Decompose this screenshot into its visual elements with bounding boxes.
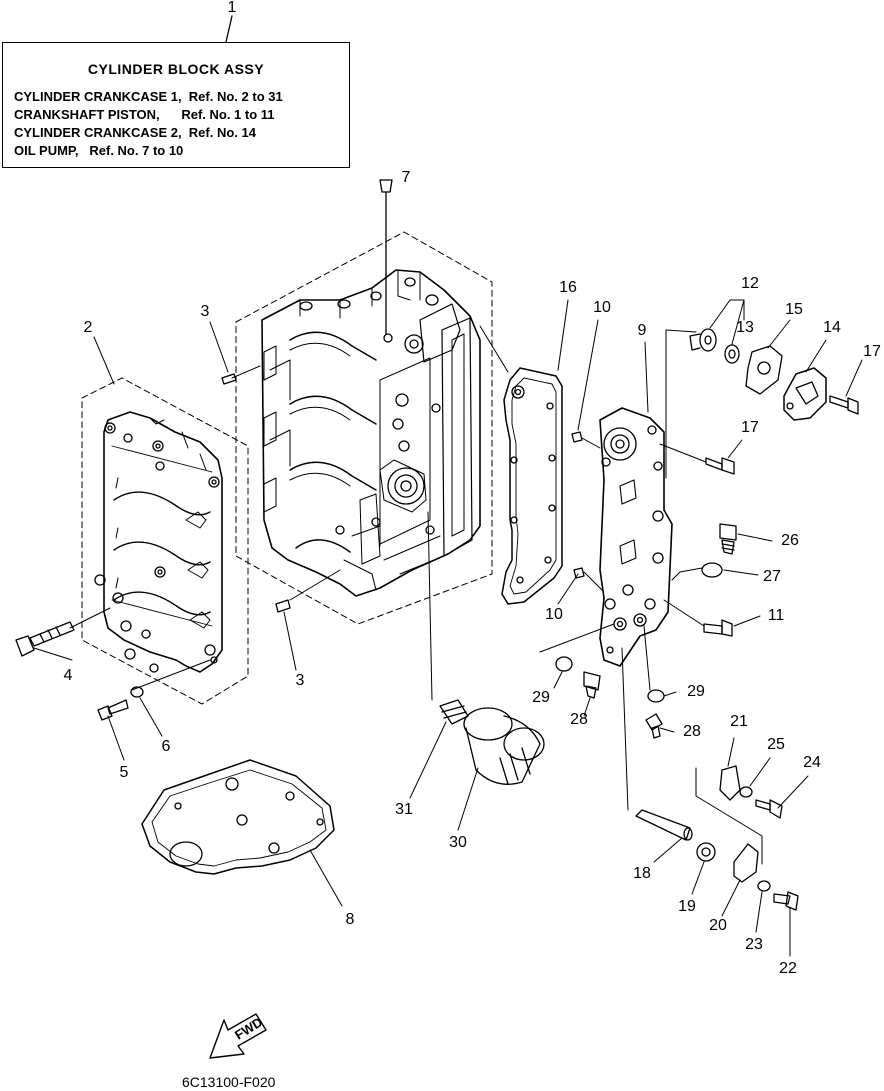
callout-3: 3 (295, 672, 305, 689)
callout-1: 1 (227, 0, 237, 16)
legend-box: CYLINDER BLOCK ASSY CYLINDER CRANKCASE 1… (2, 42, 350, 168)
callout-31: 31 (395, 801, 413, 818)
callout-25: 25 (767, 736, 785, 753)
part-28-plug-left (583, 671, 601, 699)
callout-6: 6 (161, 738, 171, 755)
callout-30: 30 (449, 834, 467, 851)
part-4-bolt (15, 621, 75, 657)
callout-18: 18 (633, 865, 651, 882)
callout-23: 23 (745, 936, 763, 953)
part-27-oring (701, 562, 723, 578)
callout-4: 4 (63, 667, 73, 684)
callout-12: 12 (741, 275, 759, 292)
callout-15: 15 (785, 301, 803, 318)
part-17-bolt-upper (829, 395, 859, 415)
cylinder-block-part (235, 231, 493, 625)
gasket-8-part (141, 759, 335, 875)
part-21-bracket (719, 765, 741, 801)
callout-27: 27 (763, 568, 781, 585)
part-10-dowel-lower (573, 567, 585, 579)
legend-line: CYLINDER CRANKCASE 1, Ref. No. 2 to 31 (14, 89, 283, 104)
callout-8: 8 (345, 911, 355, 928)
part-18-pin (635, 809, 691, 841)
part-24-bolt (755, 799, 783, 819)
part-29-seal-right (647, 689, 665, 703)
part-13-washer (724, 344, 740, 364)
legend-title: CYLINDER BLOCK ASSY (87, 61, 265, 77)
part-25-washer (739, 786, 753, 798)
part-29-seal-left (555, 656, 573, 672)
callout-28: 28 (570, 711, 588, 728)
callout-14: 14 (823, 319, 841, 336)
callout-22: 22 (779, 960, 797, 977)
callout-16: 16 (559, 279, 577, 296)
callout-17: 17 (863, 343, 881, 360)
diagram-code: 6C13100-F020 (182, 1074, 276, 1090)
legend-line: CYLINDER CRANKCASE 2, Ref. No. 14 (14, 125, 256, 140)
callout-19: 19 (678, 898, 696, 915)
callout-21: 21 (730, 713, 748, 730)
part-30-oil-filter (463, 707, 545, 785)
callout-26: 26 (781, 532, 799, 549)
part-14-cover (783, 367, 827, 421)
legend-line: OIL PUMP, Ref. No. 7 to 10 (14, 143, 184, 158)
callout-9: 9 (637, 322, 647, 339)
part-19-seal (696, 842, 716, 862)
fwd-arrow (209, 1013, 267, 1059)
callout-28: 28 (683, 723, 701, 740)
callout-24: 24 (803, 754, 821, 771)
part-15-gasket (745, 345, 783, 395)
part-3-dowel-lower (275, 599, 291, 613)
part-22-bolt (773, 891, 799, 911)
callout-3: 3 (200, 303, 210, 320)
callout-7: 7 (401, 169, 411, 186)
callout-2: 2 (83, 319, 93, 336)
callout-20: 20 (709, 917, 727, 934)
part-6-washer (130, 686, 144, 698)
legend-line: CRANKSHAFT PISTON, Ref. No. 1 to 11 (14, 107, 275, 122)
part-3-dowel-upper (221, 373, 237, 385)
callout-10: 10 (545, 606, 563, 623)
part-5-bolt (97, 699, 129, 721)
callout-13: 13 (736, 319, 754, 336)
part-28-plug-right (645, 713, 663, 739)
part-31-strainer (439, 699, 469, 725)
part-20-cam (733, 843, 759, 883)
callout-29: 29 (687, 683, 705, 700)
part-12-fitting (689, 328, 717, 352)
gasket-16-part (501, 367, 563, 605)
callout-17: 17 (741, 419, 759, 436)
callout-5: 5 (119, 764, 129, 781)
callout-11: 11 (767, 607, 785, 624)
oil-pump-housing-part (599, 407, 673, 667)
part-11-bolt (703, 619, 733, 637)
part-23-washer (757, 880, 771, 892)
part-17-bolt-lower (705, 457, 735, 475)
part-26-plug (719, 523, 737, 555)
callout-29: 29 (532, 689, 550, 706)
callout-10: 10 (593, 299, 611, 316)
part-7-bolt (379, 179, 393, 335)
part-10-dowel-upper (571, 431, 583, 443)
crankcase-2-part (81, 377, 249, 705)
